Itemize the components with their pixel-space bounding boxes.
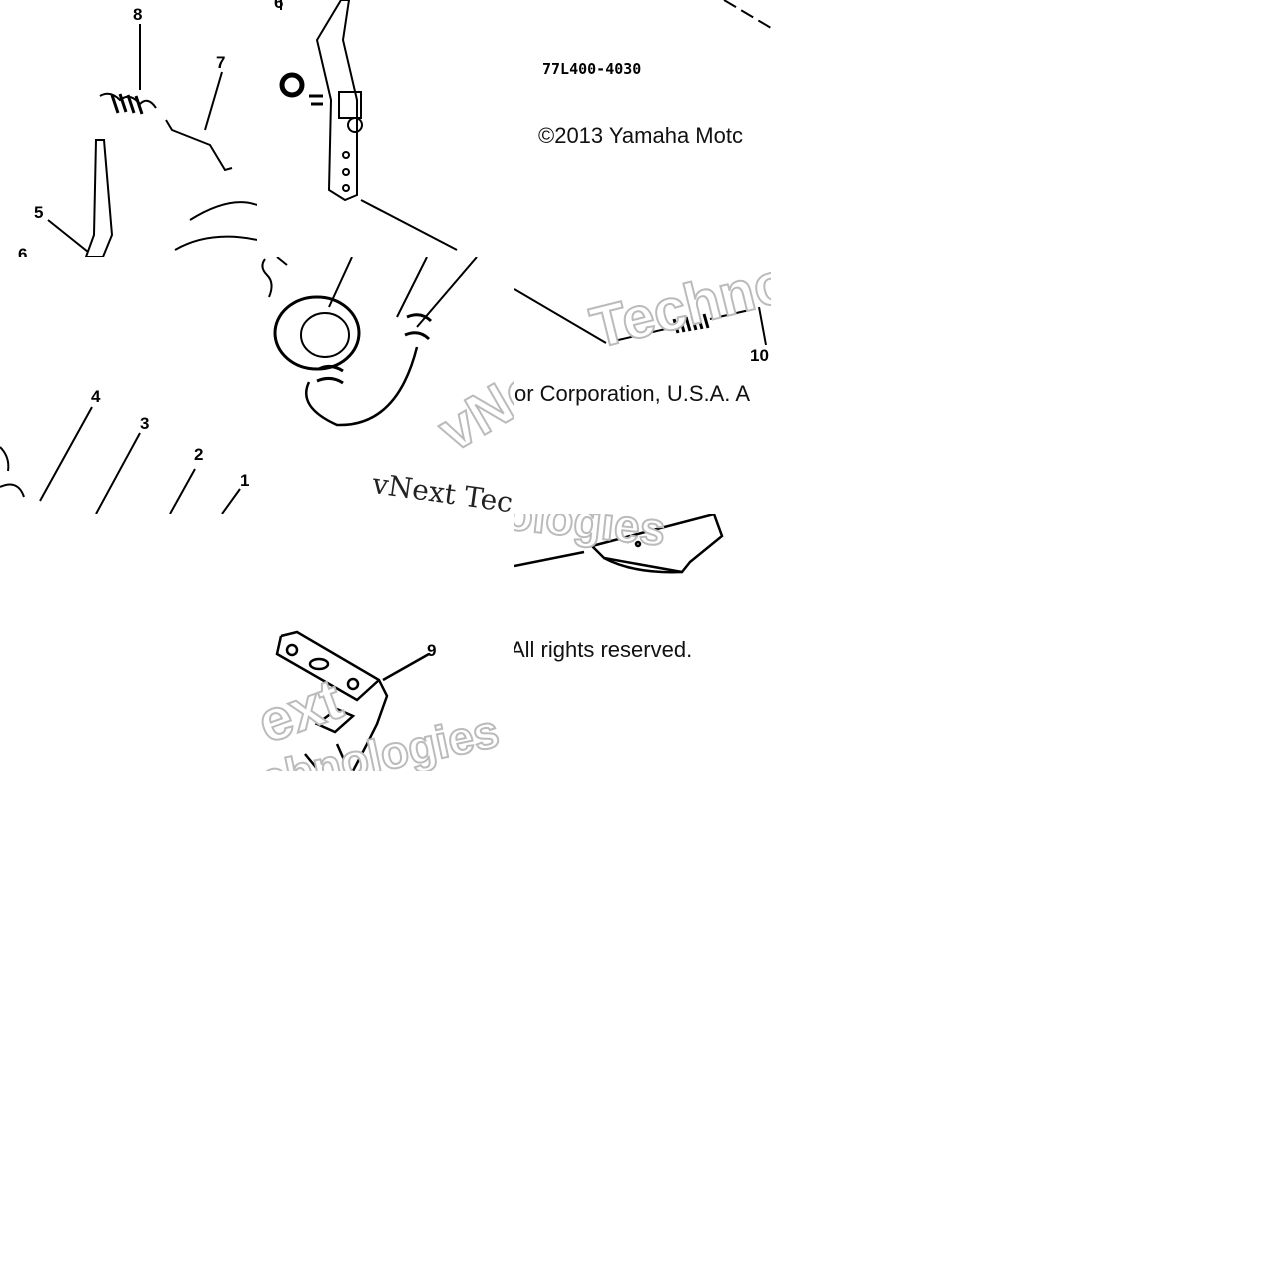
callout-8: 8 (133, 5, 143, 24)
copyright-line-2: or Corporation, U.S.A. A (514, 381, 750, 406)
tile-r2c1: 4 3 2 1 (0, 257, 257, 514)
spring-rod-drawing (514, 288, 767, 346)
tile-r3c3: ologies All rights reserved. (514, 514, 771, 771)
copyright-line-1: ©2013 Yamaha Motc (538, 123, 743, 148)
callout-6-top: 6 (274, 0, 284, 12)
bracket-lever-drawing (279, 0, 458, 251)
throttle-cam-drawing (261, 257, 478, 427)
tile-r1c3: 77L400-4030 ©2013 Yamaha Motc (514, 0, 771, 257)
copyright-line-3: All rights reserved. (514, 637, 693, 662)
callout-7: 7 (216, 53, 226, 72)
callout-3: 3 (140, 414, 150, 433)
plate-bracket-drawing (514, 514, 724, 574)
part-number: 77L400-4030 (542, 60, 642, 78)
callout-5: 5 (34, 203, 44, 222)
callout-10: 10 (750, 346, 769, 365)
callout-9: 9 (427, 641, 437, 660)
leader-lines-drawing (0, 406, 241, 514)
tile-r3c2: 9 ext chnologies (257, 514, 514, 771)
tile-r1c1: 8 7 5 6 (0, 0, 257, 257)
linkage-arm-drawing (47, 24, 257, 257)
callout-4: 4 (91, 387, 101, 406)
callout-2: 2 (194, 445, 204, 464)
callout-6-left: 6 (18, 245, 28, 257)
tile-r1c2: 6 (257, 0, 514, 257)
mounting-bracket-drawing (275, 630, 430, 771)
tile-r2c3: Techno 10 or Corporation, U.S.A. A (514, 257, 771, 514)
rod-sketch-drawing (723, 0, 771, 29)
tile-r2c2: vNext Tec vNe (257, 257, 514, 514)
callout-1: 1 (240, 471, 250, 490)
